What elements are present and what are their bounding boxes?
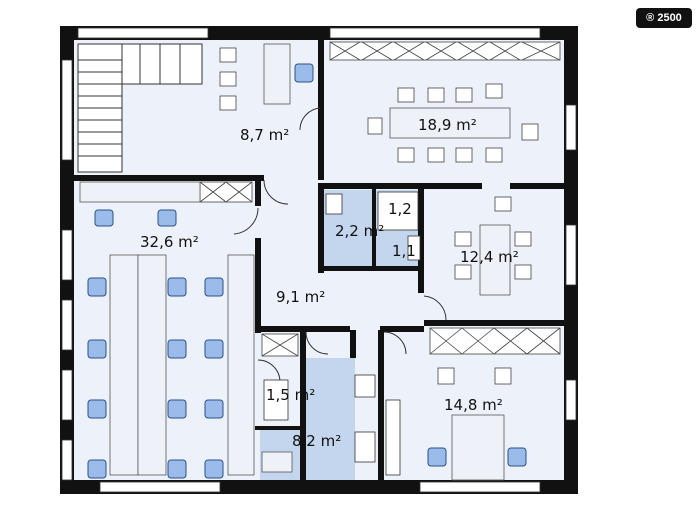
room-area-label: 1,5 m²: [266, 386, 315, 404]
fixtures: [263, 191, 421, 476]
room-area-label: 14,8 m²: [444, 396, 503, 414]
room-area-label: 18,9 m²: [418, 116, 477, 134]
windows: [61, 27, 577, 493]
interior-walls: [74, 40, 566, 490]
room-area-label: 2,2 m²: [335, 222, 384, 240]
room-area-label: 9,1 m²: [276, 288, 325, 306]
room-area-label: 1,2: [388, 200, 412, 218]
copyright-badge: ® 2500: [636, 8, 692, 28]
cabinets: [199, 41, 561, 357]
room-area-label: 8,2 m²: [292, 432, 341, 450]
room-area-label: 1,1: [392, 242, 416, 260]
desks: [79, 43, 511, 481]
meeting-chairs: [219, 47, 539, 385]
staircase: [77, 43, 203, 173]
room-area-label: 8,7 m²: [240, 126, 289, 144]
room-area-label: 12,4 m²: [460, 248, 519, 266]
doors: [233, 107, 447, 383]
chairs: [87, 63, 527, 479]
room-labels: 8,7 m² 18,9 m² 32,6 m² 2,2 m² 1,2 1,1 12…: [140, 116, 519, 450]
lab-floor: [303, 358, 355, 492]
room-area-label: 32,6 m²: [140, 233, 199, 251]
